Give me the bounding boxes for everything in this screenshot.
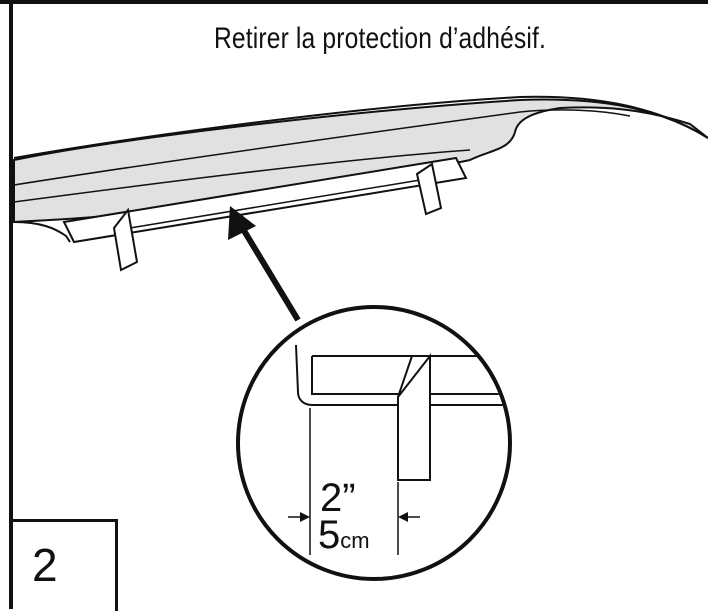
detail-spoiler-edge xyxy=(295,344,508,406)
detail-tab xyxy=(397,353,431,481)
dimension-metric: 5cm xyxy=(318,513,370,558)
dimension-arrowhead-right xyxy=(398,512,408,522)
spoiler-top-edge xyxy=(13,95,708,159)
pointer-arrow-head xyxy=(228,206,256,240)
dimension-metric-value: 5 xyxy=(318,513,341,557)
spoiler-lower-lip xyxy=(13,221,71,243)
detail-circle xyxy=(236,305,512,581)
adhesive-strip xyxy=(62,156,468,244)
step-number: 2 xyxy=(32,539,58,591)
right-protection-tab xyxy=(415,162,443,216)
step-number-box xyxy=(10,519,118,611)
detail-tab-fold xyxy=(397,355,413,398)
pointer-arrow-shaft xyxy=(237,222,301,322)
instruction-text: Retirer la protection d’adhésif. xyxy=(213,22,547,55)
adhesive-strip-line xyxy=(129,179,421,229)
spoiler-lower-line xyxy=(13,149,471,203)
dimension-imperial: 2” xyxy=(320,476,356,520)
dimension-arrowhead-left xyxy=(300,512,310,522)
spoiler-body xyxy=(13,98,708,224)
left-protection-tab xyxy=(112,207,139,272)
dimension-metric-unit: cm xyxy=(340,528,370,553)
spoiler-inner-line xyxy=(13,109,631,186)
